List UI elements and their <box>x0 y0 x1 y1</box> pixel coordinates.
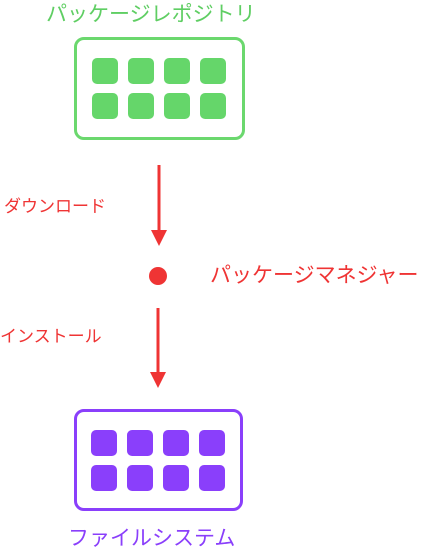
package-repository-box <box>74 37 245 140</box>
filesystem-file-grid <box>91 430 225 491</box>
package-block <box>200 58 226 84</box>
package-block <box>92 58 118 84</box>
filesystem-title: ファイルシステム <box>68 526 236 550</box>
file-block <box>163 430 189 456</box>
package-block <box>164 93 190 119</box>
package-block <box>128 58 154 84</box>
package-manager-node <box>149 267 167 285</box>
repository-title: パッケージレポジトリ <box>46 2 256 26</box>
package-block <box>92 93 118 119</box>
package-block <box>200 93 226 119</box>
file-block <box>163 465 189 491</box>
package-block <box>128 93 154 119</box>
install-arrow <box>150 308 166 388</box>
download-label: ダウンロード <box>4 197 106 217</box>
file-block <box>199 430 225 456</box>
file-block <box>91 465 117 491</box>
repository-package-grid <box>92 58 226 119</box>
package-block <box>164 58 190 84</box>
file-block <box>199 465 225 491</box>
file-block <box>127 465 153 491</box>
file-block <box>127 430 153 456</box>
package-manager-label: パッケージマネジャー <box>210 263 419 287</box>
install-label: インストール <box>0 327 102 347</box>
filesystem-box <box>74 409 243 511</box>
file-block <box>91 430 117 456</box>
download-arrow <box>151 165 167 246</box>
